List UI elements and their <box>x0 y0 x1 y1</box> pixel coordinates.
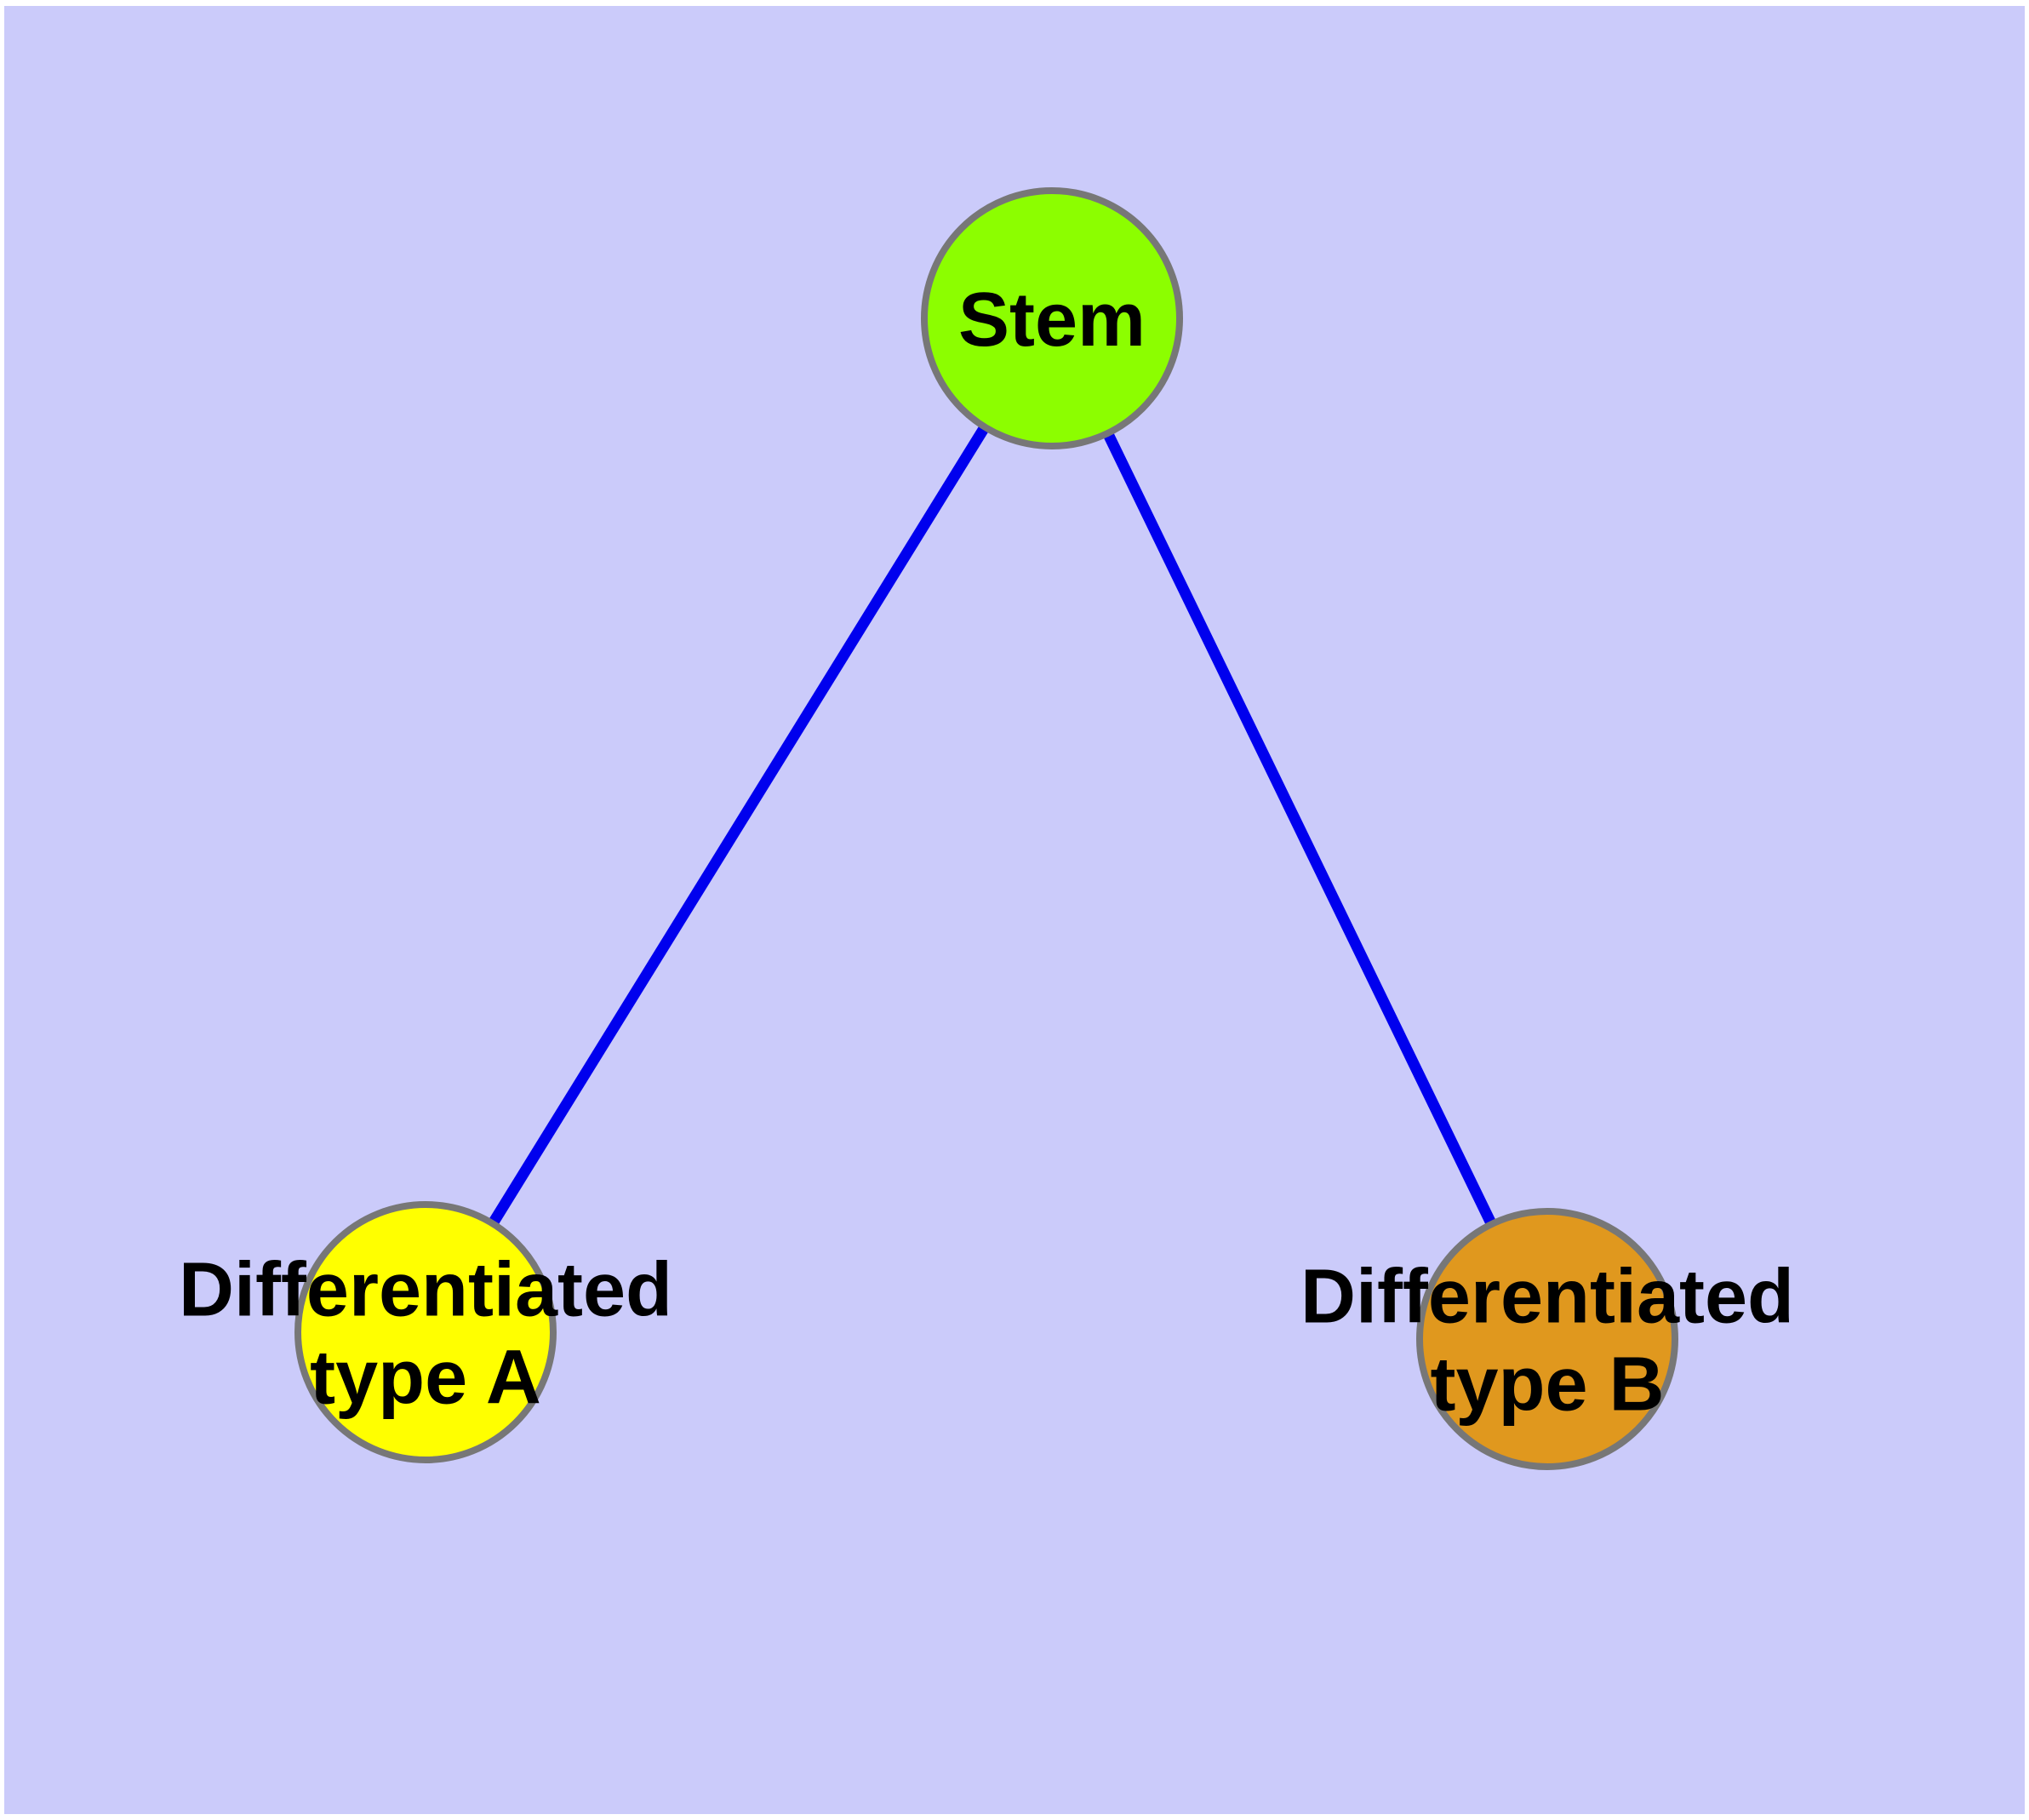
edges-layer <box>420 315 1552 1342</box>
node-differentiated-type-b-label-line-1: Differentiated <box>1300 1255 1794 1340</box>
node-differentiated-type-a-label-line-2: type A <box>310 1336 541 1421</box>
node-differentiated-type-b-label-line-2: type B <box>1430 1342 1664 1428</box>
node-stem-label-line-1: Stem <box>958 278 1146 363</box>
edge-stem-to-differentiated-type-a <box>420 315 1057 1336</box>
node-differentiated-type-a-circle <box>294 1201 557 1463</box>
edge-stem-to-differentiated-type-b <box>1047 316 1552 1342</box>
node-stem-circle <box>921 187 1183 449</box>
node-differentiated-type-b-circle <box>1416 1208 1678 1470</box>
node-stem: Stem <box>921 187 1183 449</box>
node-differentiated-type-a-label-line-1: Differentiated <box>179 1248 672 1333</box>
